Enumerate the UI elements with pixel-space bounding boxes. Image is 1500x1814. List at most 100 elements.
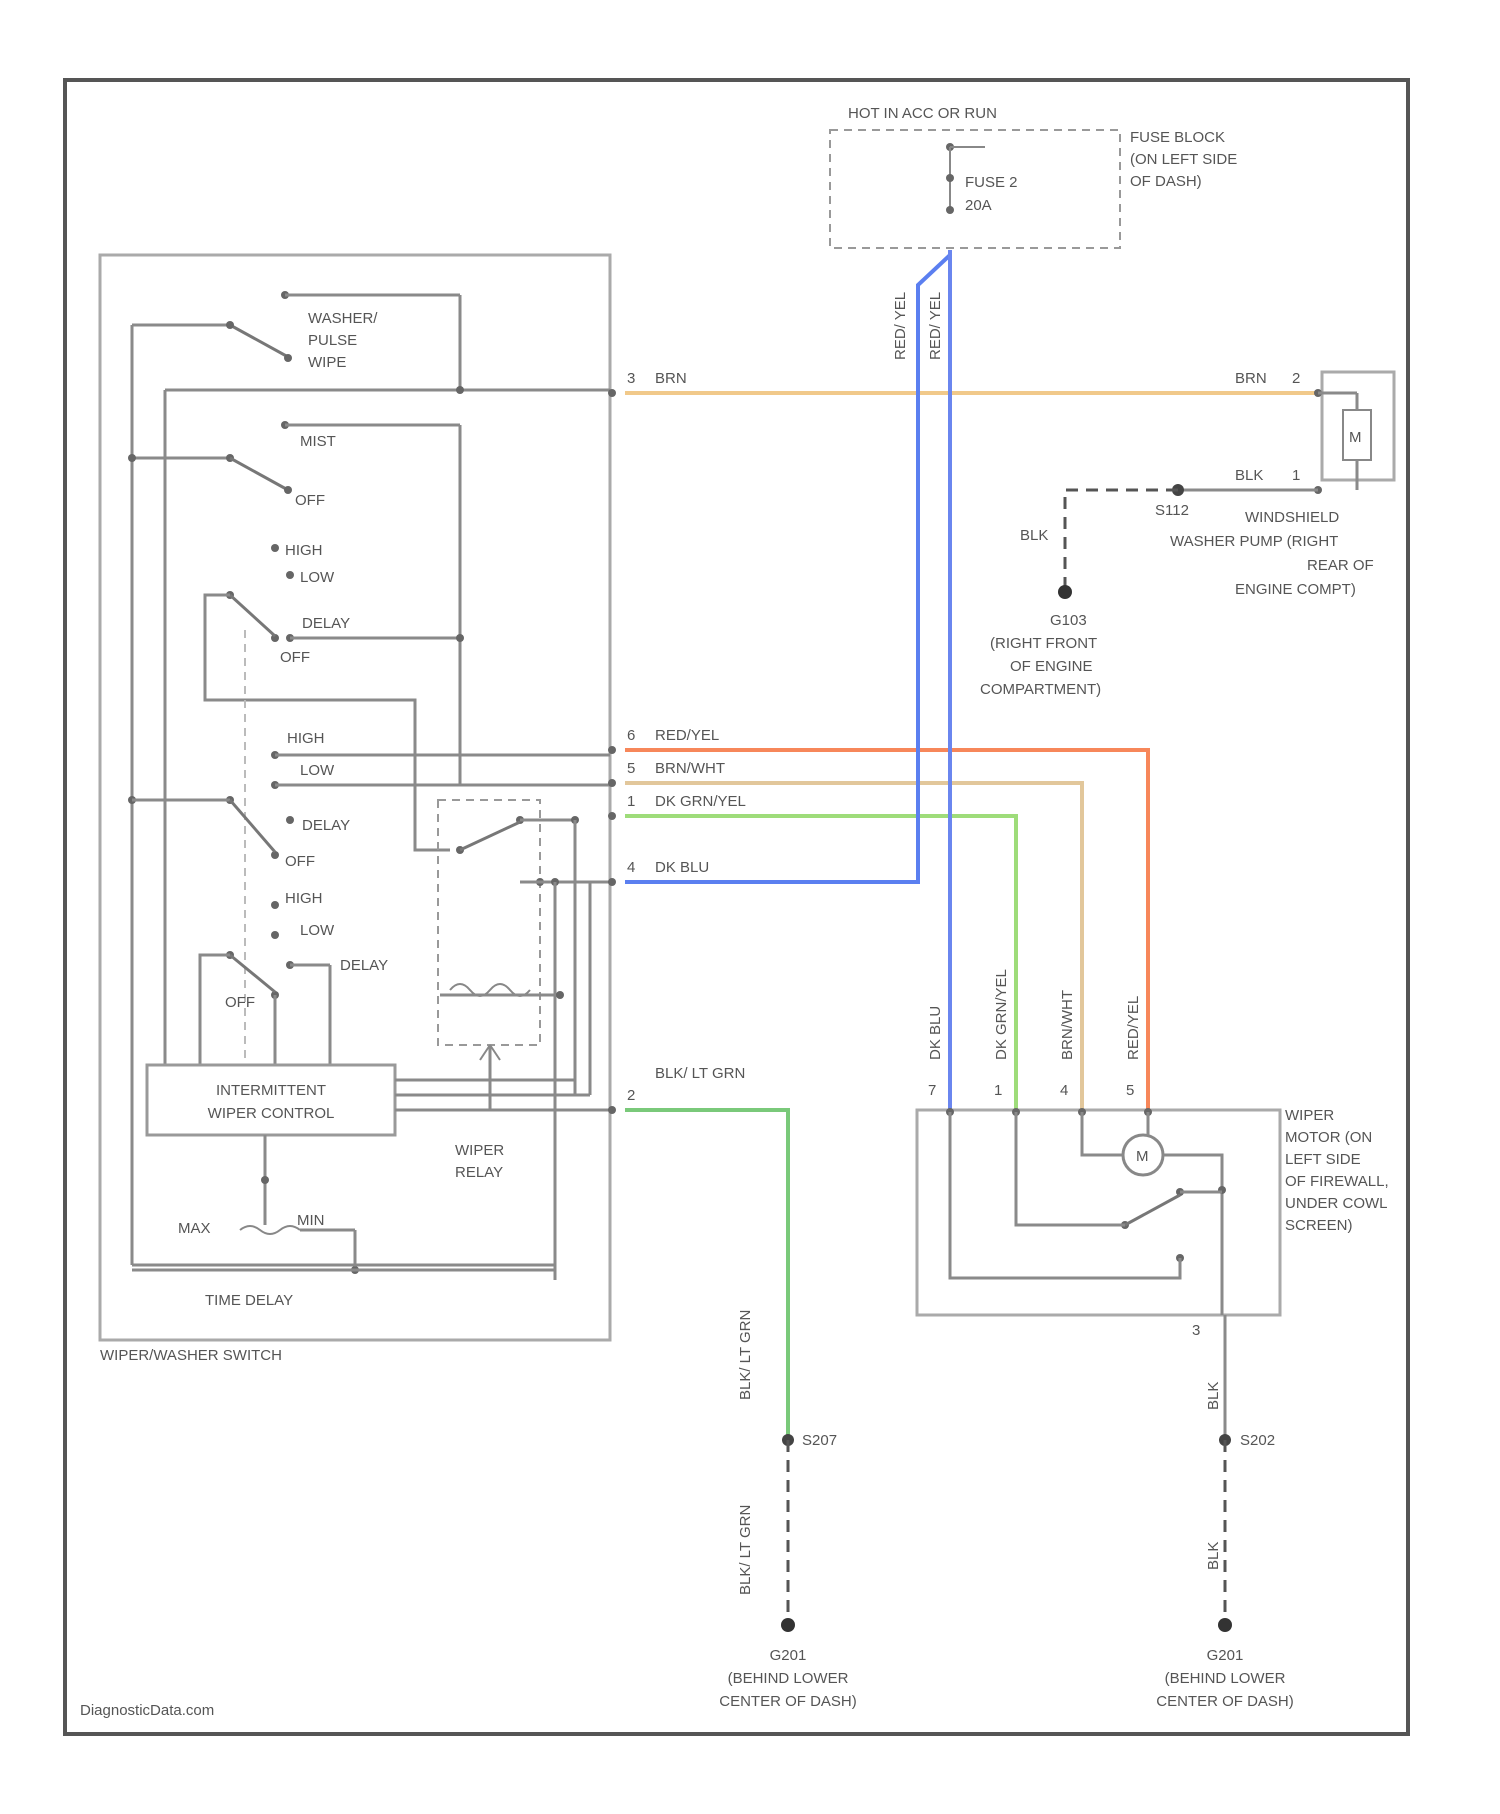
fuse-name: FUSE 2 [965,174,1018,191]
g103-label-2: (RIGHT FRONT [990,635,1097,652]
right-lower-wire-label: BLK [1205,1542,1222,1570]
motor-symbol: M [1136,1148,1149,1165]
wiper-relay-label-1: WIPER [455,1142,504,1159]
switch-connector: 3 BRN 6 RED/YEL 5 BRN/WHT 1 DK GRN/YEL 4… [608,370,746,1114]
g103-label-3: OF ENGINE [1010,658,1093,675]
motor-label-3: LEFT SIDE [1285,1151,1361,1168]
mist-label: MIST [300,433,336,450]
pump-label-1: WINDSHIELD [1245,509,1339,526]
g103-wire-label: BLK [1020,527,1048,544]
wire-brn-wht [625,783,1082,1110]
right-upper-wire-label: BLK [1205,1382,1222,1410]
left-upper-wire-label: BLK/ LT GRN [737,1310,754,1400]
off-label-4: OFF [225,994,255,1011]
pump-wire-brn: BRN [1235,370,1267,387]
motor-pin-4: 4 [1060,1082,1068,1099]
motor-wire-dk-grn-yel: DK GRN/YEL [993,969,1010,1060]
intermittent-label-1: INTERMITTENT [216,1082,326,1099]
diagram-frame [65,80,1408,1734]
conn-pin-5: 5 [627,760,635,777]
ground-g201-right-dot [1218,1618,1232,1632]
conn-wire-blk-lt-grn: BLK/ LT GRN [655,1065,745,1082]
motor-label-2: MOTOR (ON [1285,1129,1372,1146]
motor-label-1: WIPER [1285,1107,1334,1124]
time-delay-label: TIME DELAY [205,1292,293,1309]
delay-label-1: DELAY [302,615,350,632]
motor-wire-red-yel: RED/YEL [1125,996,1142,1060]
washer-label-3: WIPE [308,354,346,371]
motor-wire-dk-blu: DK BLU [927,1006,944,1060]
g201-right-label-3: CENTER OF DASH) [1156,1693,1294,1710]
splice-s112-label: S112 [1155,502,1189,519]
splice-s207-label: S207 [802,1432,837,1449]
pump-motor-symbol: M [1349,429,1362,446]
pump-label-2: WASHER PUMP (RIGHT [1170,533,1338,550]
fuse-block-label-3: OF DASH) [1130,173,1202,190]
fuse-rating: 20A [965,197,992,214]
delay-label-3: DELAY [340,957,388,974]
conn-wire-dk-blu: DK BLU [655,859,709,876]
off-label-3: OFF [285,853,315,870]
max-label: MAX [178,1220,211,1237]
conn-pin-2: 2 [627,1087,635,1104]
g103-label-1: G103 [1050,612,1087,629]
fuse-hot-label: HOT IN ACC OR RUN [848,105,997,122]
conn-wire-dk-grn-yel: DK GRN/YEL [655,793,746,810]
switch-outline [100,255,610,1340]
fuse-wire-label-right: RED/ YEL [927,292,944,360]
conn-wire-red-yel: RED/YEL [655,727,719,744]
ground-g201-left-dot [781,1618,795,1632]
motor-wire-brn-wht: BRN/WHT [1059,990,1076,1060]
motor-pin-3: 3 [1192,1322,1200,1339]
off-label-1: OFF [295,492,325,509]
ground-path-right: BLK S202 BLK G201 (BEHIND LOWER CENTER O… [1156,1315,1294,1710]
conn-wire-brn-wht: BRN/WHT [655,760,725,777]
motor-label-4: OF FIREWALL, [1285,1173,1389,1190]
motor-label-6: SCREEN) [1285,1217,1353,1234]
pump-label-4: ENGINE COMPT) [1235,581,1356,598]
conn-pin-6: 6 [627,727,635,744]
low-label-1: LOW [300,569,335,586]
conn-pin-3: 3 [627,370,635,387]
g103-label-4: COMPARTMENT) [980,681,1101,698]
motor-pin-7: 7 [928,1082,936,1099]
motor-pin-5: 5 [1126,1082,1134,1099]
min-label: MIN [297,1212,325,1229]
high-label-3: HIGH [285,890,323,907]
switch-title: WIPER/WASHER SWITCH [100,1347,282,1364]
washer-label-1: WASHER/ [308,310,378,327]
fuse-block: HOT IN ACC OR RUN FUSE 2 20A FUSE BLOCK … [830,105,1237,248]
watermark: DiagnosticData.com [80,1702,214,1719]
ground-g103: BLK G103 (RIGHT FRONT OF ENGINE COMPARTM… [980,527,1101,698]
intermittent-control-box [147,1065,395,1135]
splice-s202-label: S202 [1240,1432,1275,1449]
intermittent-label-2: WIPER CONTROL [208,1105,335,1122]
high-label-2: HIGH [287,730,325,747]
delay-label-2: DELAY [302,817,350,834]
g201-left-label-3: CENTER OF DASH) [719,1693,857,1710]
g201-left-label-2: (BEHIND LOWER [728,1670,849,1687]
fuse-block-label-2: (ON LEFT SIDE [1130,151,1237,168]
fuse-block-label-1: FUSE BLOCK [1130,129,1225,146]
fuse-wire-label-left: RED/ YEL [892,292,909,360]
off-label-2: OFF [280,649,310,666]
high-label-1: HIGH [285,542,323,559]
washer-pump: BRN 2 M BLK 1 S112 WINDSHIELD WASHER PUM… [1065,370,1394,598]
motor-label-5: UNDER COWL [1285,1195,1388,1212]
conn-pin-4: 4 [627,859,635,876]
pump-pin-2: 2 [1292,370,1300,387]
g201-left-label-1: G201 [770,1647,807,1664]
g201-right-label-1: G201 [1207,1647,1244,1664]
wiper-motor: DK BLU DK GRN/YEL BRN/WHT RED/YEL 7 1 4 … [917,969,1389,1339]
low-label-3: LOW [300,922,335,939]
washer-label-2: PULSE [308,332,357,349]
pump-label-3: REAR OF [1307,557,1374,574]
ground-g103-dot [1058,585,1072,599]
g201-right-label-2: (BEHIND LOWER [1165,1670,1286,1687]
motor-pin-1: 1 [994,1082,1002,1099]
wiper-washer-switch: WASHER/ PULSE WIPE MIST OFF HIGH LOW DEL… [100,255,610,1364]
wiper-relay-label-2: RELAY [455,1164,503,1181]
pump-pin-1: 1 [1292,467,1300,484]
wire-blk-lt-grn [625,1110,788,1435]
